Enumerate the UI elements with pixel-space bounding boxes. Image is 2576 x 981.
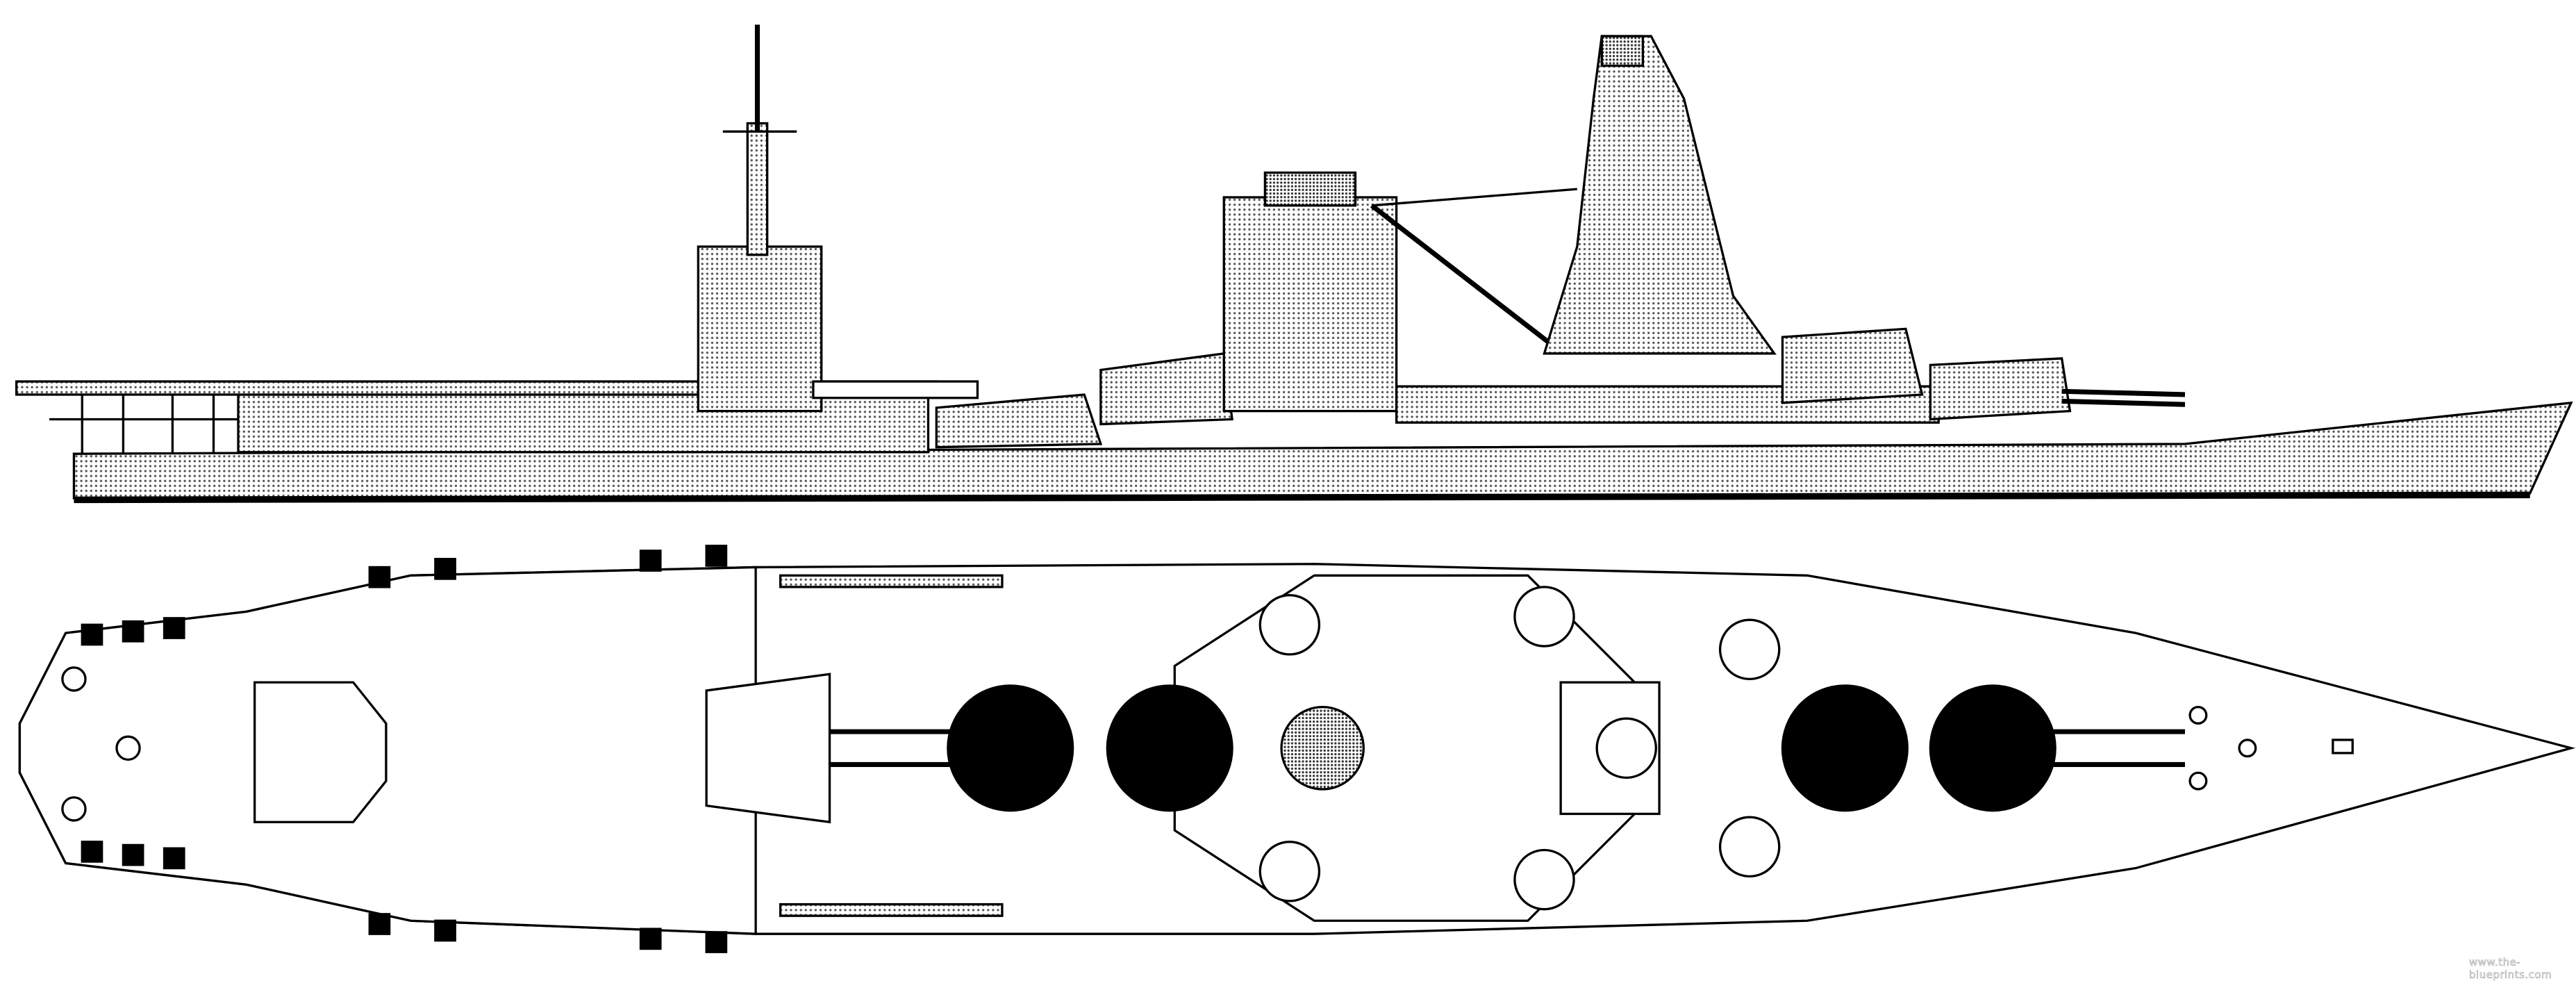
gun-barrel <box>2061 398 2186 407</box>
funnel-plan <box>1280 705 1365 791</box>
turret-2-plan <box>1781 684 1909 812</box>
turret-3-side <box>1099 352 1233 426</box>
top-plan-view <box>18 545 2576 953</box>
stern-gun-tubs <box>81 545 728 953</box>
funnel-tower <box>1222 196 1398 413</box>
turret-4-plan <box>947 684 1074 812</box>
funnel-cap <box>1263 171 1357 207</box>
mainmast <box>746 122 769 256</box>
hull-side <box>72 401 2573 500</box>
secondary-mounts <box>1258 586 1781 911</box>
turret-3-plan <box>1106 684 1233 812</box>
deck-fittings <box>61 666 2354 822</box>
turret-1-side <box>1929 357 2072 421</box>
aft-superstructure-plan <box>705 673 831 824</box>
main-turrets <box>829 684 2186 812</box>
turret-2-side <box>1781 327 1924 404</box>
turret-4-side <box>935 393 1103 449</box>
gun-barrel <box>2061 388 2186 397</box>
catapult <box>779 902 1004 917</box>
turret-1-plan <box>1929 684 2056 812</box>
catapult <box>779 574 1004 588</box>
flight-deck-plan <box>18 566 757 935</box>
boat-crane <box>1370 204 1554 347</box>
keel-line <box>74 491 2530 504</box>
flight-deck-hangar <box>237 393 930 454</box>
watermark: www.the-blueprints.com <box>2469 956 2552 981</box>
pagoda-bridge <box>1543 35 1777 355</box>
elevator <box>253 681 388 823</box>
aft-superstructure <box>697 245 823 413</box>
crane-truss <box>812 380 979 399</box>
bridge-top <box>1600 35 1645 67</box>
stern-supports <box>49 394 238 454</box>
side-profile-view <box>15 24 2573 504</box>
